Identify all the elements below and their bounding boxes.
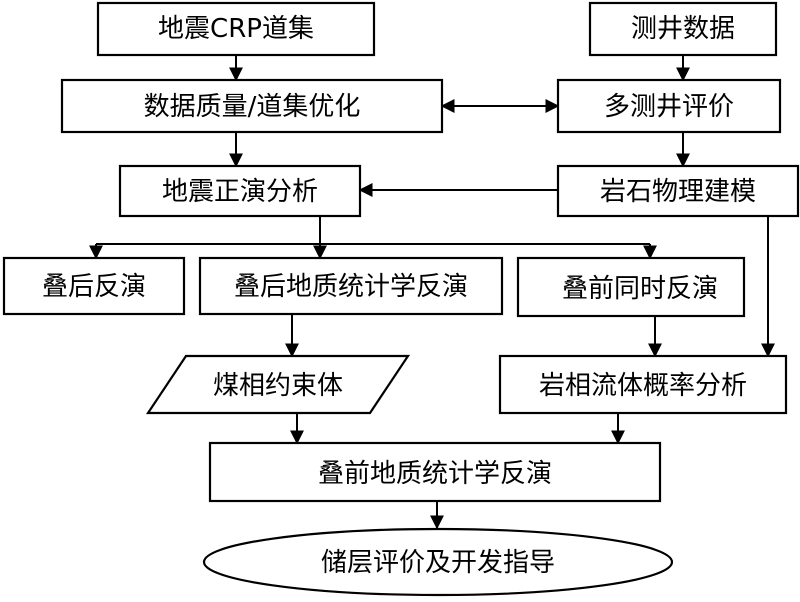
node-coal-constraint-label: 煤相约束体 [213, 371, 343, 401]
node-data-quality-label: 数据质量/道集优化 [144, 92, 361, 122]
node-rock-physics: 岩石物理建模 [556, 164, 800, 218]
node-prestack-simul: 叠前同时反演 [516, 256, 746, 318]
node-poststack-geostat-label: 叠后地质统计学反演 [234, 272, 468, 302]
node-seismic-crp-label: 地震CRP道集 [158, 14, 314, 44]
node-prestack-simul-label: 叠前同时反演 [562, 274, 718, 304]
node-poststack-inv-label: 叠后反演 [42, 272, 146, 302]
node-multi-well: 多测井评价 [556, 78, 782, 134]
node-well-data-label: 测井数据 [631, 14, 735, 44]
node-seismic-crp: 地震CRP道集 [96, 1, 376, 57]
node-forward-model: 地震正演分析 [118, 164, 362, 218]
node-coal-constraint: 煤相约束体 [145, 354, 411, 415]
node-rock-physics-label: 岩石物理建模 [600, 177, 756, 207]
node-forward-model-label: 地震正演分析 [162, 177, 318, 207]
node-facies-prob-label: 岩相流体概率分析 [539, 371, 747, 401]
node-reservoir-eval-label: 储层评价及开发指导 [321, 548, 555, 578]
connectors [89, 55, 775, 530]
node-poststack-inv: 叠后反演 [2, 256, 186, 316]
node-prestack-geostat: 叠前地质统计学反演 [208, 441, 662, 503]
node-poststack-geostat: 叠后地质统计学反演 [198, 256, 504, 316]
node-reservoir-eval: 储层评价及开发指导 [202, 527, 674, 597]
node-facies-prob: 岩相流体概率分析 [498, 354, 788, 415]
node-well-data: 测井数据 [588, 1, 778, 57]
node-multi-well-label: 多测井评价 [604, 92, 734, 122]
node-prestack-geostat-label: 叠前地质统计学反演 [318, 459, 552, 489]
node-data-quality: 数据质量/道集优化 [60, 78, 444, 134]
